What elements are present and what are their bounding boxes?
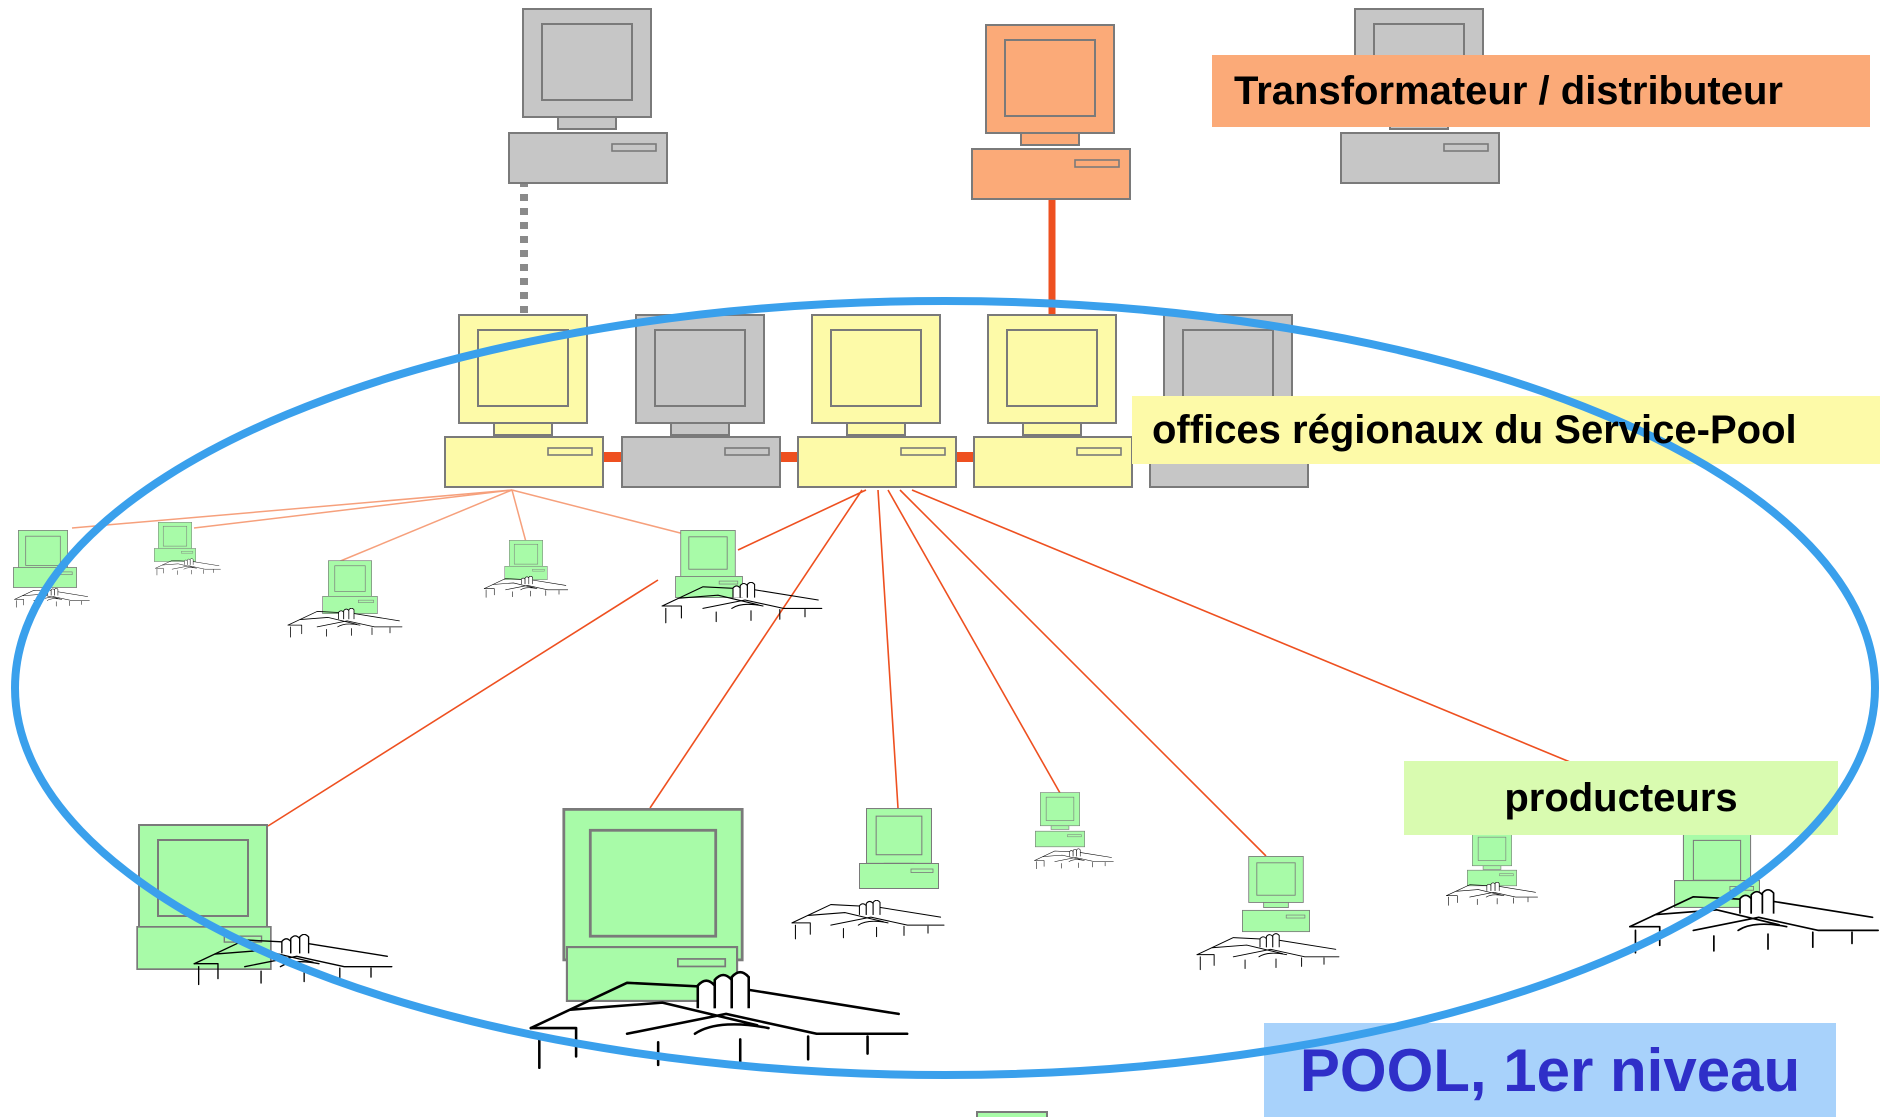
desktop-computer-icon	[621, 314, 781, 488]
desktop-computer-icon	[562, 808, 744, 1002]
desktop-computer-icon	[1242, 856, 1310, 933]
desktop-computer-icon	[973, 314, 1133, 488]
desktop-computer-icon	[154, 522, 196, 562]
desktop-computer-icon	[1035, 792, 1085, 848]
desktop-computer-icon	[1467, 832, 1517, 887]
producteurs-label: producteurs	[1504, 775, 1738, 820]
pool-boundary	[11, 297, 1879, 1079]
producer-computers	[13, 522, 1880, 1117]
farm-building-icon	[791, 900, 945, 940]
desktop-computer-icon	[508, 8, 668, 184]
pool-label: POOL, 1er niveau	[1299, 1036, 1801, 1104]
desktop-computer-icon	[859, 808, 939, 890]
desktop-computer-icon	[971, 24, 1131, 200]
network-links	[71, 180, 1571, 857]
desktop-computer-icon	[976, 1111, 1048, 1117]
farm-building-icon	[1034, 848, 1114, 870]
transformateur-label: Transformateur / distributeur	[1234, 68, 1783, 113]
farm-building-icon	[483, 576, 569, 598]
farm-building-icon	[1628, 888, 1880, 954]
farm-building-icon	[1446, 882, 1538, 906]
desktop-computer-icon	[322, 560, 378, 614]
offices-label: offices régionaux du Service-Pool	[1152, 407, 1797, 452]
farm-building-icon	[14, 587, 90, 608]
desktop-computer-icon	[504, 540, 548, 580]
farm-building-icon	[1196, 933, 1340, 971]
desktop-computer-icon	[797, 314, 957, 488]
farm-building-icon	[287, 608, 403, 638]
